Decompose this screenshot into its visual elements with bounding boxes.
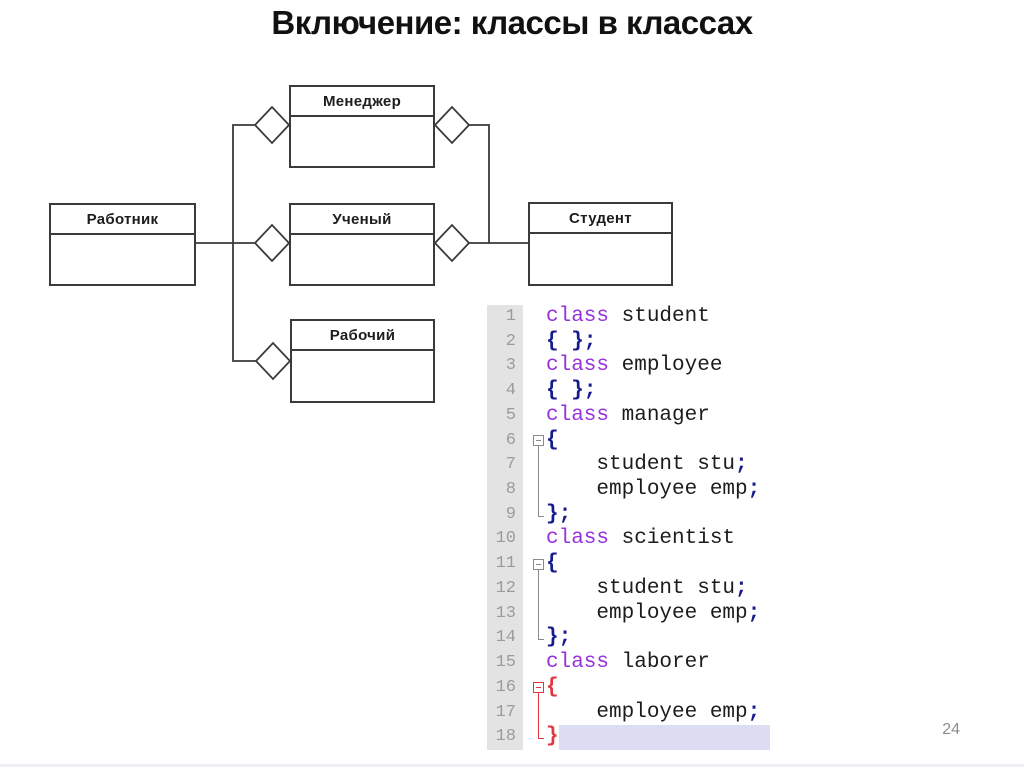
fold-column bbox=[523, 330, 546, 355]
line-number: 9 bbox=[487, 502, 523, 528]
fold-column bbox=[523, 725, 546, 750]
code-text: { }; bbox=[546, 379, 597, 403]
fold-collapse-icon bbox=[533, 682, 544, 694]
line-number: 2 bbox=[487, 329, 523, 355]
code-text: { bbox=[546, 675, 559, 699]
code-line: 4 { }; bbox=[487, 379, 817, 404]
line-number: 13 bbox=[487, 601, 523, 627]
code-line: 12 student stu; bbox=[487, 576, 817, 602]
line-number: 7 bbox=[487, 453, 523, 479]
code-line: 1 class student bbox=[487, 305, 817, 330]
selection-highlight bbox=[558, 725, 770, 750]
fold-column bbox=[523, 502, 546, 528]
class-box-worker: Работник bbox=[49, 203, 196, 286]
code-text: class scientist bbox=[546, 527, 736, 551]
code-text: class employee bbox=[546, 354, 723, 378]
code-line: 2 { }; bbox=[487, 329, 817, 355]
line-number: 11 bbox=[487, 552, 523, 577]
fold-collapse-icon bbox=[533, 434, 544, 446]
fold-column bbox=[523, 676, 546, 701]
code-text: { bbox=[546, 428, 559, 452]
fold-column bbox=[523, 379, 546, 404]
code-text: { bbox=[546, 552, 559, 576]
line-number: 17 bbox=[487, 700, 523, 726]
fold-column bbox=[523, 429, 546, 454]
code-line: 13 employee emp; bbox=[487, 601, 817, 627]
code-line: 7 student stu; bbox=[487, 453, 817, 479]
page-number: 24 bbox=[942, 721, 960, 738]
class-box-scientist: Ученый bbox=[289, 203, 435, 286]
fold-column bbox=[523, 478, 546, 503]
line-number: 6 bbox=[487, 428, 523, 454]
fold-column bbox=[523, 651, 546, 676]
code-text: class manager bbox=[546, 403, 710, 427]
fold-column bbox=[523, 305, 546, 330]
fold-column bbox=[523, 354, 546, 379]
line-number: 1 bbox=[487, 305, 523, 330]
code-text: }; bbox=[546, 626, 572, 650]
code-line: 8 employee emp; bbox=[487, 478, 817, 503]
class-box-title: Работник bbox=[51, 205, 194, 235]
code-text: }; bbox=[546, 502, 572, 526]
fold-column bbox=[523, 527, 546, 552]
line-number: 18 bbox=[487, 725, 523, 750]
line-number: 4 bbox=[487, 379, 523, 404]
code-line: 15 class laborer bbox=[487, 651, 817, 676]
aggregation-diamond-manager-left bbox=[253, 105, 291, 145]
code-text: employee emp; bbox=[546, 601, 761, 625]
line-number: 12 bbox=[487, 576, 523, 602]
code-text: student stu; bbox=[546, 453, 748, 477]
code-line: 18} bbox=[487, 725, 817, 750]
code-line: 11 { bbox=[487, 552, 817, 577]
line-number: 10 bbox=[487, 527, 523, 553]
code-text: employee emp; bbox=[546, 700, 761, 724]
aggregation-diamond-manager-right bbox=[433, 105, 471, 145]
code-line: 6{ bbox=[487, 428, 817, 454]
code-line: 16 { bbox=[487, 675, 817, 701]
fold-column bbox=[523, 626, 546, 651]
fold-column bbox=[523, 576, 546, 602]
code-text: class student bbox=[546, 305, 710, 328]
line-number: 14 bbox=[487, 626, 523, 652]
class-box-title: Ученый bbox=[291, 205, 433, 235]
line-number: 16 bbox=[487, 675, 523, 701]
aggregation-diamond-laborer-left bbox=[254, 341, 292, 381]
class-box-manager: Менеджер bbox=[289, 85, 435, 168]
code-text: student stu; bbox=[546, 576, 748, 600]
code-text: { }; bbox=[546, 329, 597, 353]
code-line: 17 employee emp; bbox=[487, 700, 817, 726]
line-number: 8 bbox=[487, 478, 523, 503]
connector-line-right-trunk bbox=[469, 124, 528, 244]
fold-column bbox=[523, 700, 546, 726]
aggregation-diamond-scientist-left bbox=[253, 223, 291, 263]
fold-column bbox=[523, 552, 546, 577]
code-text: employee emp; bbox=[546, 478, 761, 502]
aggregation-diamond-scientist-right bbox=[433, 223, 471, 263]
class-box-student: Студент bbox=[528, 202, 673, 286]
fold-column bbox=[523, 453, 546, 479]
code-line: 5 class manager bbox=[487, 403, 817, 429]
code-text: } bbox=[546, 725, 770, 750]
code-text: class laborer bbox=[546, 651, 710, 675]
code-line: 3 class employee bbox=[487, 354, 817, 380]
line-number: 5 bbox=[487, 403, 523, 429]
class-box-title: Студент bbox=[530, 204, 671, 234]
code-line: 14}; bbox=[487, 626, 817, 652]
code-line: 9}; bbox=[487, 502, 817, 528]
class-box-title: Рабочий bbox=[292, 321, 433, 351]
code-line: 10 class scientist bbox=[487, 527, 817, 553]
line-number: 3 bbox=[487, 354, 523, 380]
line-number: 15 bbox=[487, 651, 523, 676]
class-box-laborer: Рабочий bbox=[290, 319, 435, 403]
slide-title: Включение: классы в классах bbox=[271, 4, 753, 41]
fold-column bbox=[523, 601, 546, 627]
slide-bottom-edge bbox=[0, 764, 1024, 767]
fold-collapse-icon bbox=[533, 558, 544, 570]
fold-column bbox=[523, 404, 546, 429]
class-box-title: Менеджер bbox=[291, 87, 433, 117]
